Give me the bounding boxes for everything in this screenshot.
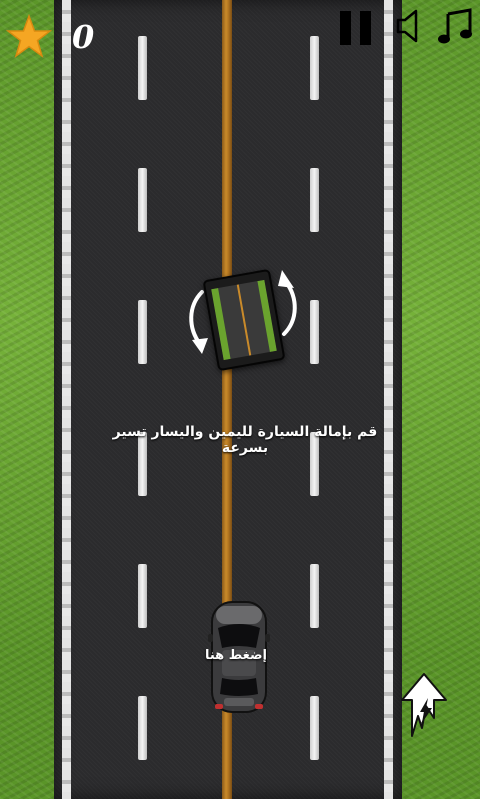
lane-dash bbox=[138, 36, 147, 100]
tilt-instruction-text: قم بإمالة السيارة لليمين واليسار تسير بس… bbox=[112, 424, 378, 456]
grass-left bbox=[0, 0, 54, 799]
lane-dash bbox=[310, 432, 319, 496]
rotate-right-arrow-icon bbox=[278, 270, 297, 336]
pause-icon[interactable] bbox=[338, 10, 374, 46]
speaker-icon[interactable] bbox=[396, 8, 424, 44]
lane-dash bbox=[310, 696, 319, 760]
lane-dash bbox=[310, 564, 319, 628]
lane-dash bbox=[138, 432, 147, 496]
lane-dash bbox=[138, 300, 147, 364]
star-icon bbox=[6, 14, 52, 58]
road-edge-right bbox=[384, 0, 393, 799]
tilt-tutorial-graphic bbox=[182, 268, 302, 372]
rotate-left-arrow-icon bbox=[189, 290, 208, 354]
music-note-icon[interactable] bbox=[436, 8, 474, 46]
grass-right bbox=[402, 0, 480, 799]
lane-dash bbox=[310, 300, 319, 364]
score-counter: 0 bbox=[72, 18, 95, 56]
road-center-line bbox=[222, 0, 232, 799]
player-car[interactable] bbox=[208, 598, 270, 716]
lane-dash bbox=[138, 564, 147, 628]
lane-dash bbox=[138, 696, 147, 760]
lane-dash bbox=[138, 168, 147, 232]
tap-here-label: إضغط هنا bbox=[204, 648, 267, 663]
lightning-boost-icon[interactable] bbox=[398, 672, 450, 738]
lane-dash bbox=[310, 168, 319, 232]
lane-dash bbox=[310, 36, 319, 100]
road-edge-left bbox=[62, 0, 71, 799]
